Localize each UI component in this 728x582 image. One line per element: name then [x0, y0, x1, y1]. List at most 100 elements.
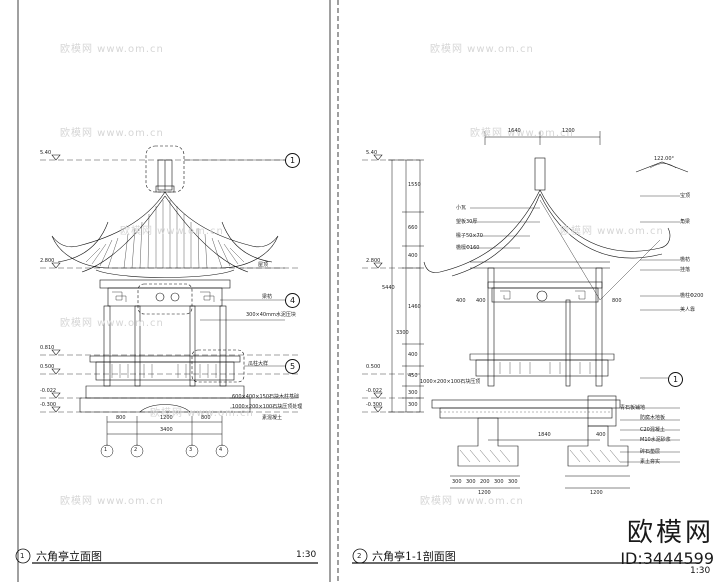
section-fretwork	[487, 281, 603, 303]
dimension-label: 1840	[538, 432, 551, 438]
dimension-label: 400	[476, 298, 486, 304]
detail-callout: 4	[285, 293, 300, 308]
note-label: 檐檩Φ160	[456, 245, 480, 251]
dimension-total-label: 5440	[382, 285, 395, 291]
railing	[89, 349, 245, 383]
level-label: -0.022	[40, 388, 57, 394]
drawing-title-section: 六角亭1-1剖面图	[372, 550, 456, 563]
dimension-label: 800	[612, 298, 622, 304]
note-label: 素混凝土	[262, 415, 283, 421]
dimension-label: 1200	[160, 415, 173, 421]
footing-dim-label: 200	[480, 479, 490, 485]
note-label: 防腐木地板	[640, 415, 666, 421]
note-label: 600×400×150石块木柱基础	[232, 394, 300, 400]
axis-label-2: 2	[134, 447, 138, 453]
dimension-label: 400	[596, 432, 606, 438]
watermark: 欧模网 www.om.cn	[60, 318, 164, 329]
note-label: C20混凝土	[640, 427, 665, 433]
section-level-markers	[373, 154, 383, 413]
note-label: 角梁	[680, 219, 691, 225]
section-bottom-dims	[450, 439, 630, 489]
panel-frames	[17, 0, 700, 582]
vertical-dimensions	[388, 159, 424, 413]
footing-dim-label: 300	[466, 479, 476, 485]
dimension-label: 800	[116, 415, 126, 421]
dimension-label: 400	[408, 352, 418, 358]
level-label: 2.800	[366, 258, 381, 264]
watermark: 欧模网 www.om.cn	[120, 226, 224, 237]
finial	[145, 145, 185, 193]
watermark: 欧模网 www.om.cn	[150, 408, 254, 419]
level-lines	[40, 159, 300, 413]
note-label: 檐柱Φ200	[680, 293, 704, 299]
dimension-label: 300	[408, 402, 418, 408]
drawing-number: 1	[20, 552, 25, 560]
dimension-total-label: 3400	[160, 427, 173, 433]
brand-logo: 欧模网	[626, 518, 714, 548]
dimension-label: 800	[201, 415, 211, 421]
drawing-scale: 1:30	[690, 566, 711, 576]
elevation-view	[40, 145, 300, 458]
dimension-label: 1550	[408, 182, 421, 188]
section-view	[362, 131, 689, 489]
note-label: 望板30厚	[456, 219, 478, 225]
level-label: 0.810	[40, 345, 55, 351]
detail-callout: 1	[668, 372, 683, 387]
note-label: 椽子50×70	[456, 233, 483, 239]
axis-label-4: 4	[219, 447, 223, 453]
footing-dim-label: 1200	[478, 490, 491, 496]
note-label: M10水泥砂浆	[640, 437, 671, 443]
axis-label-3: 3	[189, 447, 193, 453]
level-label: -0.022	[366, 388, 383, 394]
drawing-number: 2	[357, 552, 362, 560]
beam-fretwork	[99, 279, 231, 315]
note-label: 挂落	[680, 267, 691, 273]
level-label: -0.300	[40, 402, 57, 408]
axis-label-1: 1	[104, 447, 108, 453]
section-railing	[469, 353, 615, 377]
dimension-label: 300	[408, 390, 418, 396]
level-label: 5.40	[40, 150, 52, 156]
footing-dim-label: 300	[452, 479, 462, 485]
detail-callout: 5	[285, 359, 300, 374]
dimension-label: 1640	[508, 128, 521, 134]
watermark: 欧模网 www.om.cn	[60, 496, 164, 507]
note-label: 300×40mm水泥压块	[246, 312, 296, 318]
brand-stamp: 欧模网 ID:3444599	[620, 512, 714, 568]
footing-dim-label: 300	[508, 479, 518, 485]
section-footings	[457, 417, 629, 467]
drawing-title-elevation: 六角亭立面图	[36, 550, 102, 563]
note-label: 1000×200×100石块压顶处理	[232, 404, 303, 410]
dimension-label: 450	[408, 373, 418, 379]
roof	[51, 191, 279, 278]
watermark: 欧模网 www.om.cn	[420, 496, 524, 507]
level-label: 0.500	[366, 364, 381, 370]
level-label: -0.300	[366, 402, 383, 408]
section-columns	[487, 267, 603, 387]
dimension-label: 1460	[408, 304, 421, 310]
dimension-label: 1200	[562, 128, 575, 134]
note-label: 青石板铺地	[620, 405, 646, 411]
note-label: 1000×200×100石块压顶	[420, 379, 481, 385]
dimension-sub-label: 3300	[396, 330, 409, 336]
section-leaders	[470, 195, 680, 463]
watermark: 欧模网 www.om.cn	[430, 44, 534, 55]
watermark: 欧模网 www.om.cn	[60, 128, 164, 139]
note-label: 素土夯实	[640, 459, 661, 465]
drawing-scale: 1:30	[296, 550, 317, 560]
note-label: 梁枋	[262, 294, 273, 300]
watermark: 欧模网 www.om.cn	[60, 44, 164, 55]
watermark: 欧模网 www.om.cn	[560, 226, 664, 237]
dimension-label: 400	[456, 298, 466, 304]
brand-id: ID:3444599	[620, 549, 714, 568]
level-label: 0.500	[40, 364, 55, 370]
footing-dim-label: 1200	[590, 490, 603, 496]
note-label: 屋顶	[258, 262, 269, 268]
title-markers	[15, 548, 368, 564]
angle-label: 122.00°	[654, 156, 674, 162]
note-label: 小瓦	[456, 205, 467, 211]
dimension-label: 660	[408, 225, 418, 231]
note-label: 宝顶	[680, 193, 691, 199]
footing-dim-label: 300	[494, 479, 504, 485]
top-dimensions	[484, 131, 601, 145]
